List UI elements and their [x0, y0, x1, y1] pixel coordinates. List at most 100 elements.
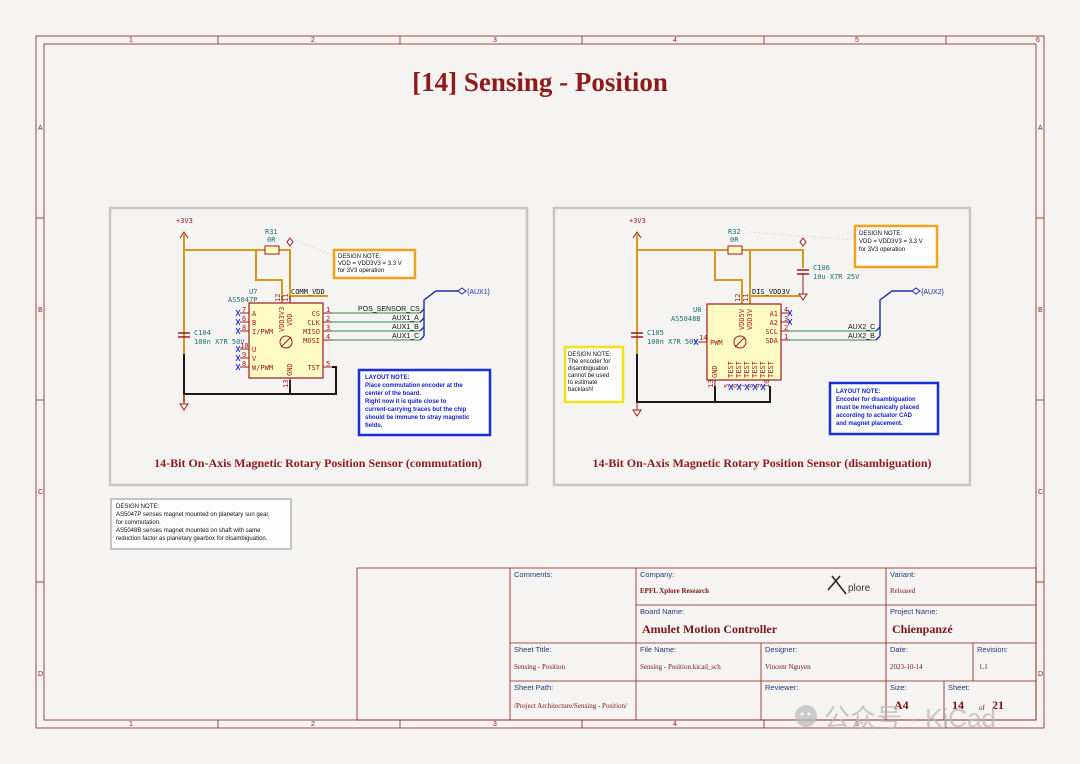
col-tick-2: 2 [311, 37, 315, 44]
right-pin-test-5: TEST [727, 360, 735, 378]
row-tick-c-right: C [1038, 489, 1043, 496]
right-design-note-line1: DESIGN NOTE: [859, 231, 902, 237]
tb-sheet-title-label: Sheet Title: [514, 645, 552, 654]
right-pin-num-pwm: 14 [699, 334, 707, 342]
left-pin-v: V [252, 355, 257, 363]
tb-board: Amulet Motion Controller [642, 622, 778, 636]
right-layout-note-box [828, 381, 940, 436]
right-pin-a2: A2 [770, 319, 778, 327]
left-magnet-icon [279, 335, 293, 349]
left-pin-num-b: 6 [242, 315, 246, 323]
left-layout-note-line5: current-carrying traces but the chip [365, 407, 467, 413]
tb-company: EPFL Xplore Research [640, 587, 709, 595]
right-pin-num-a2: 3 [784, 315, 788, 323]
left-resistor-value: 0R [267, 236, 276, 244]
right-pin-pwm: PWM [710, 339, 723, 347]
tb-sheet-title: Sensing - Position [514, 663, 565, 671]
left-pin-num-mosi: 4 [326, 333, 330, 341]
right-gnd-wire [636, 354, 771, 403]
left-gnd-wire [183, 354, 291, 395]
left-gnd-pin-name: GND [286, 363, 294, 376]
col-tick-6: 6 [1036, 37, 1040, 44]
left-pin-num-a: 7 [242, 306, 246, 314]
tb-company-label: Company: [640, 570, 674, 579]
right-layout-note-line3: must be mechanically placed [836, 405, 919, 411]
left-ic-body [248, 302, 324, 379]
col-tick-5: 5 [855, 37, 859, 44]
right-pin-gnd: GND [711, 365, 719, 378]
col-tick-bottom-5: 5 [855, 721, 859, 728]
right-backlash-note-line3: disambiguation [568, 366, 608, 372]
col-tick-bottom-4: 4 [673, 721, 677, 728]
right-layout-note-line1: LAYOUT NOTE: [836, 389, 880, 395]
tb-designer-label: Designer: [765, 645, 797, 654]
right-pin-num-test-6: 6 [731, 384, 739, 388]
left-layout-note-line7: fields. [365, 423, 383, 429]
left-cap-value: 100n X7R 50V [194, 338, 245, 346]
right-hier-label-icon [911, 287, 921, 295]
left-panel: +3V3 R31 0R COMM_VDD C104 100n X7R 50V U… [108, 206, 529, 487]
right-cap-small-ref: C106 [813, 264, 830, 272]
left-top-pin-name-1: VDD3V3 [278, 307, 286, 332]
right-cap-ground-icon [798, 293, 808, 301]
right-ic-right-pins: A1 A2 SCL SDA 4 3 2 1 [765, 306, 793, 345]
right-resistor-ref: R32 [728, 228, 741, 236]
right-backlash-note-line1: DESIGN NOTE: [568, 352, 611, 358]
row-tick-d-right: D [1038, 671, 1043, 678]
bottom-design-note-box [110, 498, 292, 550]
tb-date: 2023-10-14 [890, 663, 923, 671]
left-hier-label: {AUX1} [467, 289, 491, 296]
left-design-note-line2: VDD = VDD3V3 = 3.3 V [338, 261, 402, 267]
right-net-vdd: DIS_VDD3V [752, 288, 791, 296]
right-pin-num-sda: 1 [784, 333, 788, 341]
xplore-logo-icon [827, 575, 847, 595]
right-pin-sda: SDA [765, 337, 778, 345]
left-layout-note-line3: center of the board. [365, 391, 421, 397]
right-pin-num-scl: 2 [784, 324, 788, 332]
bottom-note-line1: DESIGN NOTE: [116, 504, 159, 510]
right-pin-test-6: TEST [735, 360, 743, 378]
left-panel-caption: 14-Bit On-Axis Magnetic Rotary Position … [154, 456, 482, 470]
left-layout-note-line1: LAYOUT NOTE: [365, 375, 409, 381]
right-resistor-r32 [727, 245, 743, 255]
right-ic-body [706, 303, 782, 381]
tb-sheet-label: Sheet: [948, 683, 970, 692]
left-design-note-line1: DESIGN NOTE: [338, 254, 381, 260]
col-tick-4: 4 [673, 37, 677, 44]
right-bus [879, 290, 912, 336]
right-layout-note-line5: and magnet placement. [836, 421, 903, 427]
right-magnet-icon [733, 335, 747, 349]
row-tick-c: C [38, 489, 43, 496]
left-ic-left-pins: A B I/PWM U V W/PWM 7 6 8 10 9 8 [235, 306, 273, 372]
right-ic-ref: U8 [693, 306, 701, 314]
left-pin-num-wpwm: 8 [242, 360, 246, 368]
row-tick-a: A [38, 125, 43, 132]
left-ic-part: AS5047P [228, 296, 258, 304]
right-cap-value: 100n X7R 50V [647, 338, 698, 346]
wechat-icon [795, 705, 817, 727]
left-ic-ref: U7 [249, 288, 257, 296]
tb-sheet-number: 14 [952, 698, 964, 712]
left-pin-num-clk: 2 [326, 315, 330, 323]
row-tick-b: B [38, 307, 43, 314]
right-pin-num-test-8: 8 [747, 384, 755, 388]
right-ic-bottom-pins: GND 13 TEST TEST TEST TEST TEST TEST 5 6… [707, 360, 775, 391]
bottom-note-line4: AS5048B senses magnet mounted on shaft w… [116, 528, 261, 534]
left-pin-wpwm: W/PWM [252, 364, 273, 372]
right-cap-small-value: 10u X7R 25V [813, 273, 860, 281]
right-pin-num-test-9: 9 [755, 384, 763, 388]
left-pin-mosi: MOSI [303, 337, 320, 345]
tb-date-label: Date: [890, 645, 908, 654]
left-top-pin-name-2: VDD [286, 313, 294, 326]
left-design-note-box [332, 248, 417, 280]
left-pin-clk: CLK [307, 319, 320, 327]
left-pin-num-ipwm: 8 [242, 324, 246, 332]
bottom-design-note: DESIGN NOTE: AS5047P senses magnet mount… [110, 498, 292, 550]
left-top-pin-num-2: 11 [282, 294, 290, 302]
left-pin-a: A [252, 310, 257, 318]
sheet-title: [14] Sensing - Position [412, 67, 668, 97]
left-net-pos-sensor-cs: POS_SENSOR_CS [358, 306, 420, 313]
row-ticks: A B C D A B C D [36, 125, 1044, 678]
tb-revision-label: Revision: [977, 645, 1008, 654]
row-tick-b-right: B [1038, 307, 1043, 314]
